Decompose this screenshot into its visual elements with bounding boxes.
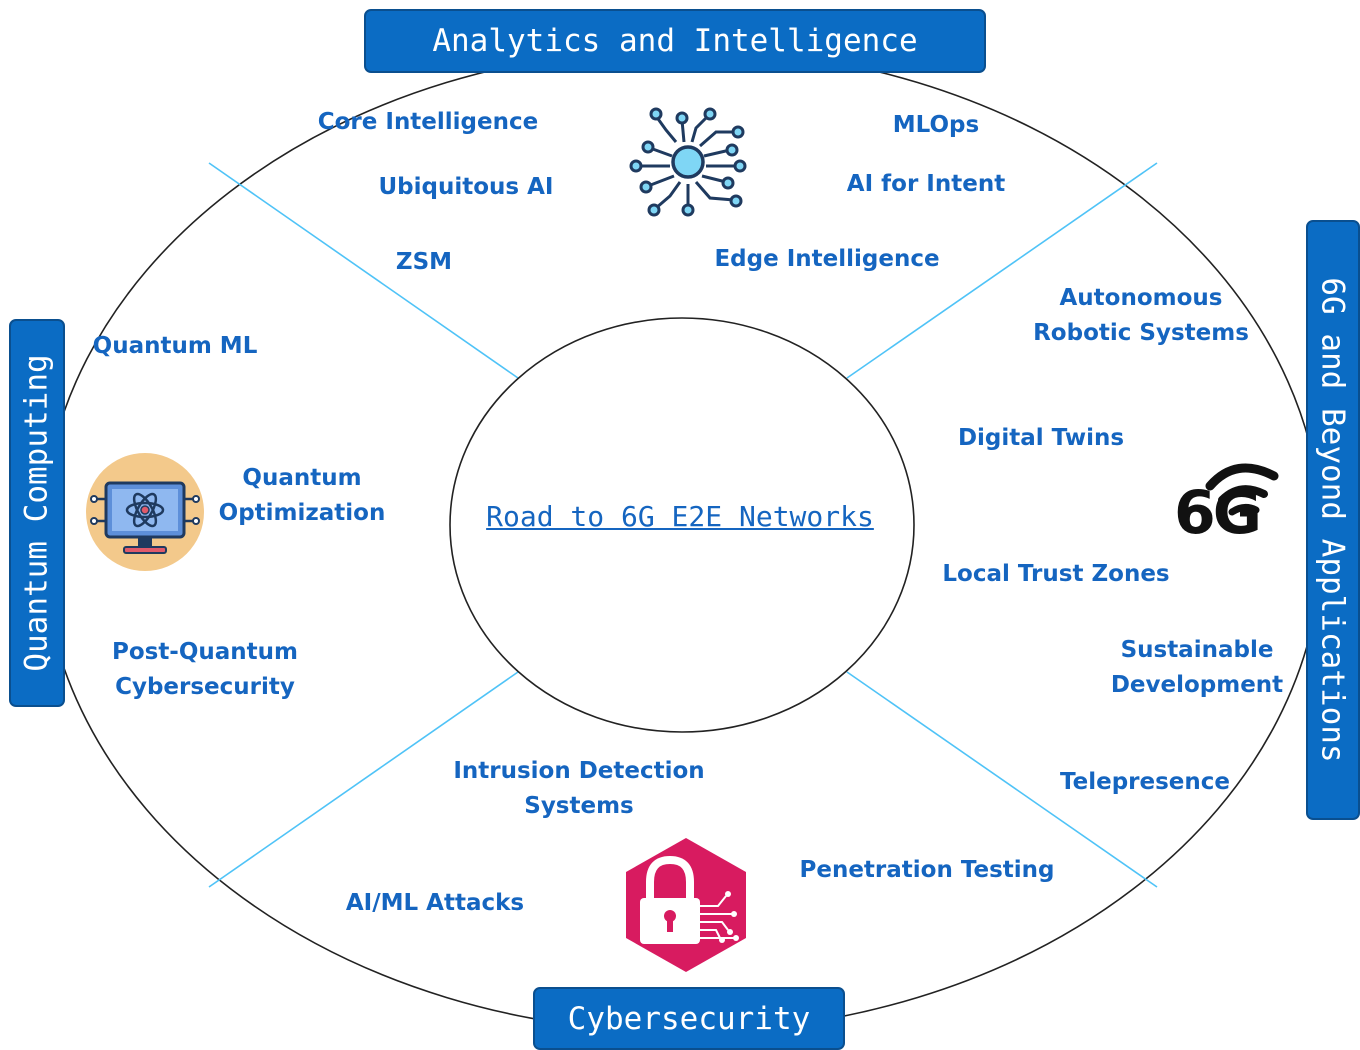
label-local-trust-zones: Local Trust Zones (942, 561, 1170, 587)
label-intrusion-detection-systems: Intrusion Detection Systems (430, 754, 728, 824)
label-ubiquitous-ai: Ubiquitous AI (378, 174, 554, 200)
divider-top-left (208, 162, 519, 379)
divider-bottom-right (846, 671, 1158, 888)
label-penetration-testing: Penetration Testing (799, 857, 1055, 883)
label-edge-intelligence: Edge Intelligence (714, 246, 940, 272)
banner-cybersecurity: Cybersecurity (533, 987, 845, 1050)
label-quantum-optimization: Quantum Optimization (196, 461, 408, 531)
label-autonomous-robotic-systems: Autonomous Robotic Systems (1010, 281, 1272, 351)
banner-applications-label: 6G and Beyond Applications (1315, 277, 1352, 763)
label-intrusion-line1: Intrusion Detection (453, 758, 705, 784)
quantum-computer-icon (86, 453, 204, 571)
signal-arcs-icon (1205, 463, 1279, 516)
label-core-intelligence: Core Intelligence (317, 109, 539, 135)
label-sustainable-development: Sustainable Development (1092, 633, 1302, 703)
banner-applications: 6G and Beyond Applications (1306, 220, 1360, 820)
banner-quantum: Quantum Computing (9, 319, 65, 707)
padlock-circuit-icon (626, 838, 746, 972)
label-intrusion-line2: Systems (524, 793, 634, 819)
label-mlops: MLOps (892, 112, 980, 138)
label-quantum-optimization-line1: Quantum (242, 465, 362, 491)
label-ai-for-intent: AI for Intent (846, 171, 1006, 197)
label-ai-ml-attacks: AI/ML Attacks (345, 890, 525, 916)
label-zsm: ZSM (395, 249, 453, 275)
label-post-quantum-cybersecurity: Post-Quantum Cybersecurity (90, 635, 320, 705)
label-sustainable-line1: Sustainable (1120, 637, 1274, 663)
divider-top-right (846, 162, 1158, 379)
banner-quantum-label: Quantum Computing (19, 354, 55, 672)
center-circle (449, 317, 915, 733)
label-digital-twins: Digital Twins (957, 425, 1125, 451)
6g-label: 6G (1174, 478, 1262, 548)
6g-signal-icon: 6G (1172, 452, 1284, 548)
label-autonomous-line1: Autonomous (1059, 285, 1223, 311)
label-quantum-optimization-line2: Optimization (218, 500, 386, 526)
label-post-quantum-line1: Post-Quantum (111, 639, 299, 665)
label-quantum-ml: Quantum ML (92, 333, 258, 359)
neural-network-icon (629, 107, 747, 217)
banner-cybersecurity-label: Cybersecurity (567, 1000, 811, 1037)
divider-bottom-left (208, 671, 519, 888)
label-post-quantum-line2: Cybersecurity (115, 674, 295, 700)
label-sustainable-line2: Development (1110, 672, 1284, 698)
label-telepresence: Telepresence (1059, 769, 1231, 795)
label-autonomous-line2: Robotic Systems (1033, 320, 1249, 346)
banner-analytics: Analytics and Intelligence (364, 9, 986, 73)
center-title: Road to 6G E2E Networks (486, 500, 874, 533)
banner-analytics-label: Analytics and Intelligence (432, 23, 918, 59)
